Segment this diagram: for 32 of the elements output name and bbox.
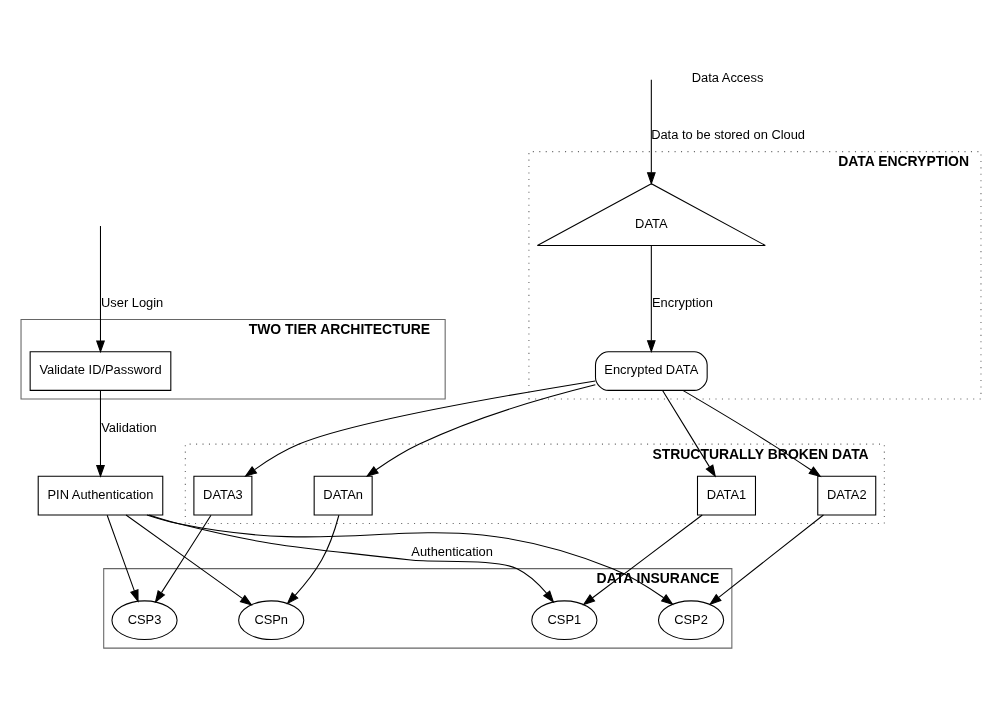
node-box: DATA3	[193, 475, 253, 515]
node-ellipse: CSP2	[657, 599, 725, 640]
arrow	[146, 514, 674, 605]
node-box: Encrypted DATA	[594, 350, 708, 391]
arrow	[154, 514, 212, 603]
node-box: DATA1	[696, 475, 756, 515]
arrow	[106, 514, 139, 603]
node-ellipse: CSPn	[238, 599, 305, 640]
arrow	[95, 225, 105, 353]
edge-label: Validation	[101, 419, 157, 435]
edge-label: Data to be stored on Cloud	[651, 126, 806, 142]
arrow	[662, 389, 717, 478]
edge-label: Encryption	[652, 294, 713, 310]
arrow	[125, 514, 253, 606]
arrow	[95, 389, 105, 478]
arrow	[244, 379, 596, 477]
edge-label: Authentication	[411, 543, 493, 559]
arrow	[148, 514, 555, 603]
label: Data Access	[691, 69, 764, 85]
node-ellipse: CSP1	[531, 599, 598, 640]
arrow	[365, 383, 596, 477]
node-box: DATA2	[817, 475, 877, 515]
arrow	[646, 244, 656, 353]
arrow	[646, 78, 656, 185]
arrow	[286, 514, 340, 605]
node-box: DATAn	[313, 475, 373, 515]
edge-label: User Login	[101, 294, 164, 310]
node-box: PIN Authentication	[37, 475, 164, 515]
arrow	[708, 514, 824, 605]
node-box: Validate ID/Password	[29, 350, 172, 391]
node-ellipse: CSP3	[111, 599, 178, 640]
arrow	[582, 514, 703, 605]
